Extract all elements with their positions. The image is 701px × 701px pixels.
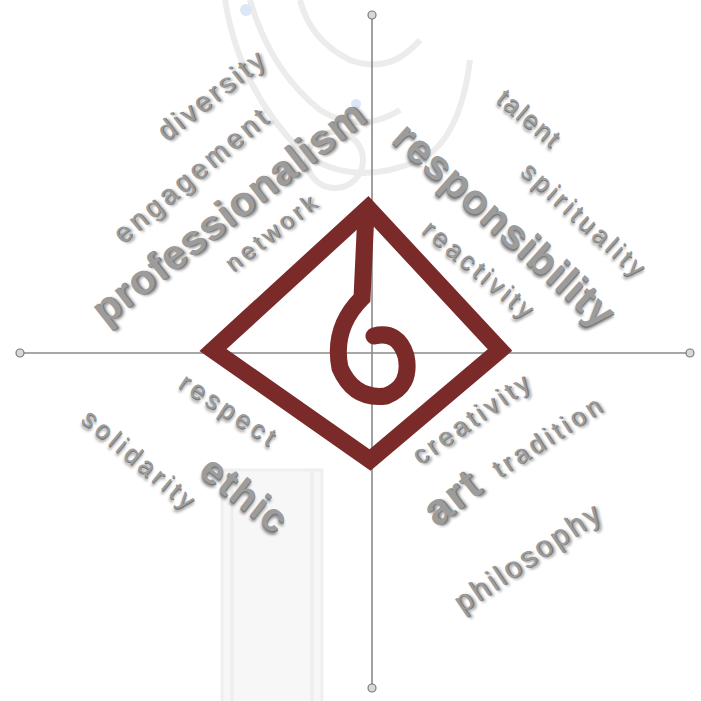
quadrant-word: talent (493, 84, 567, 152)
logo-spiral (338, 212, 407, 396)
axis-dot (686, 349, 694, 357)
quadrant-word: philosophy (448, 496, 607, 617)
sparkle (240, 4, 252, 16)
axis-end-dots (16, 11, 694, 692)
watermark-curve (300, 0, 420, 65)
quadrant-word: art (414, 461, 490, 534)
horizontal-axis (20, 352, 690, 354)
axis-dot (16, 349, 24, 357)
watermark-curve (250, 0, 400, 123)
vertical-axis (371, 15, 373, 688)
axis-dot (368, 11, 376, 19)
axis-dot (368, 684, 376, 692)
quadrant-word: solidarity (77, 404, 203, 516)
axes (20, 15, 690, 688)
